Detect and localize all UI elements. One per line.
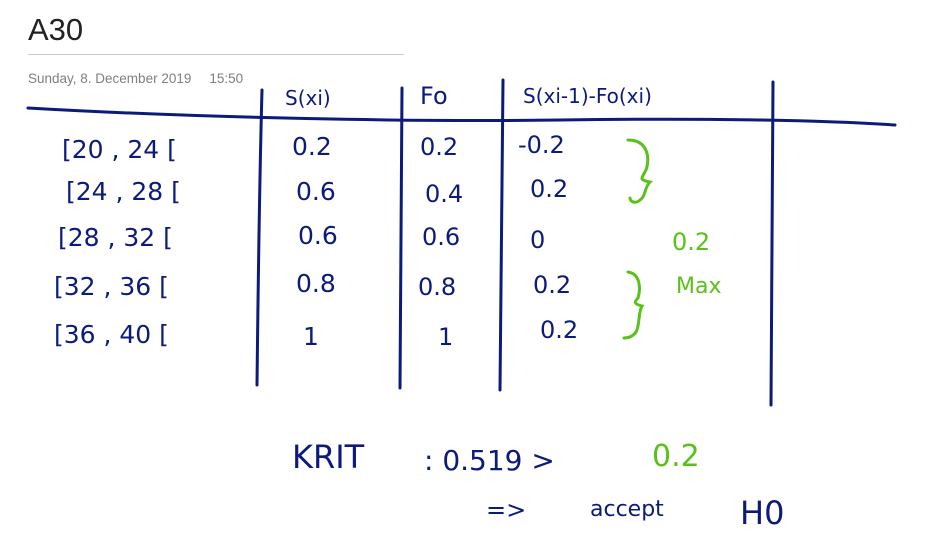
s-cell: 0.6 xyxy=(296,177,336,206)
krit-label: KRIT xyxy=(292,438,365,476)
page-time: 15:50 xyxy=(209,71,244,86)
header-s-xi: S(xi) xyxy=(285,86,331,110)
interval-cell: [28 , 32 [ xyxy=(58,223,173,252)
diff-cell: 0 xyxy=(530,226,545,254)
table-column-line-4 xyxy=(769,80,775,407)
table-column-line-3 xyxy=(498,78,505,392)
max-label-note: Max xyxy=(676,274,721,299)
implies-arrow: => xyxy=(486,496,526,524)
interval-cell: [20 , 24 [ xyxy=(62,135,177,164)
krit-compare-value: 0.2 xyxy=(652,439,700,474)
title-underline xyxy=(28,54,404,55)
table-column-line-2 xyxy=(398,86,404,390)
s-cell: 0.8 xyxy=(296,269,336,298)
diff-cell: -0.2 xyxy=(518,131,565,159)
fo-cell: 0.2 xyxy=(420,133,458,161)
interval-cell: [32 , 36 [ xyxy=(54,272,169,301)
green-brace-top xyxy=(626,138,654,204)
s-cell: 0.6 xyxy=(298,221,338,250)
max-value-note: 0.2 xyxy=(672,228,710,256)
interval-cell: [24 , 28 [ xyxy=(66,177,181,206)
green-brace-bottom xyxy=(622,270,645,340)
diff-cell: 0.2 xyxy=(530,175,568,203)
header-diff: S(xi-1)-Fo(xi) xyxy=(523,84,652,108)
diff-cell: 0.2 xyxy=(533,271,571,299)
decision-text: accept xyxy=(590,497,664,522)
table-header-line xyxy=(26,106,897,127)
fo-cell: 0.4 xyxy=(425,180,463,208)
page-title[interactable]: A30 xyxy=(28,12,84,47)
s-cell: 0.2 xyxy=(292,132,332,161)
hypothesis-text: H0 xyxy=(740,494,784,532)
page-date: Sunday, 8. December 2019 xyxy=(28,71,192,86)
table-column-line-1 xyxy=(255,88,264,387)
fo-cell: 1 xyxy=(438,323,453,351)
fo-cell: 0.6 xyxy=(422,223,460,251)
s-cell: 1 xyxy=(303,322,319,351)
interval-cell: [36 , 40 [ xyxy=(54,320,169,349)
krit-expression: : 0.519 > xyxy=(424,444,555,477)
fo-cell: 0.8 xyxy=(418,273,456,301)
header-fo: Fo xyxy=(420,82,448,110)
page-timestamp: Sunday, 8. December 2019 15:50 xyxy=(28,71,243,86)
diff-cell: 0.2 xyxy=(540,316,578,344)
